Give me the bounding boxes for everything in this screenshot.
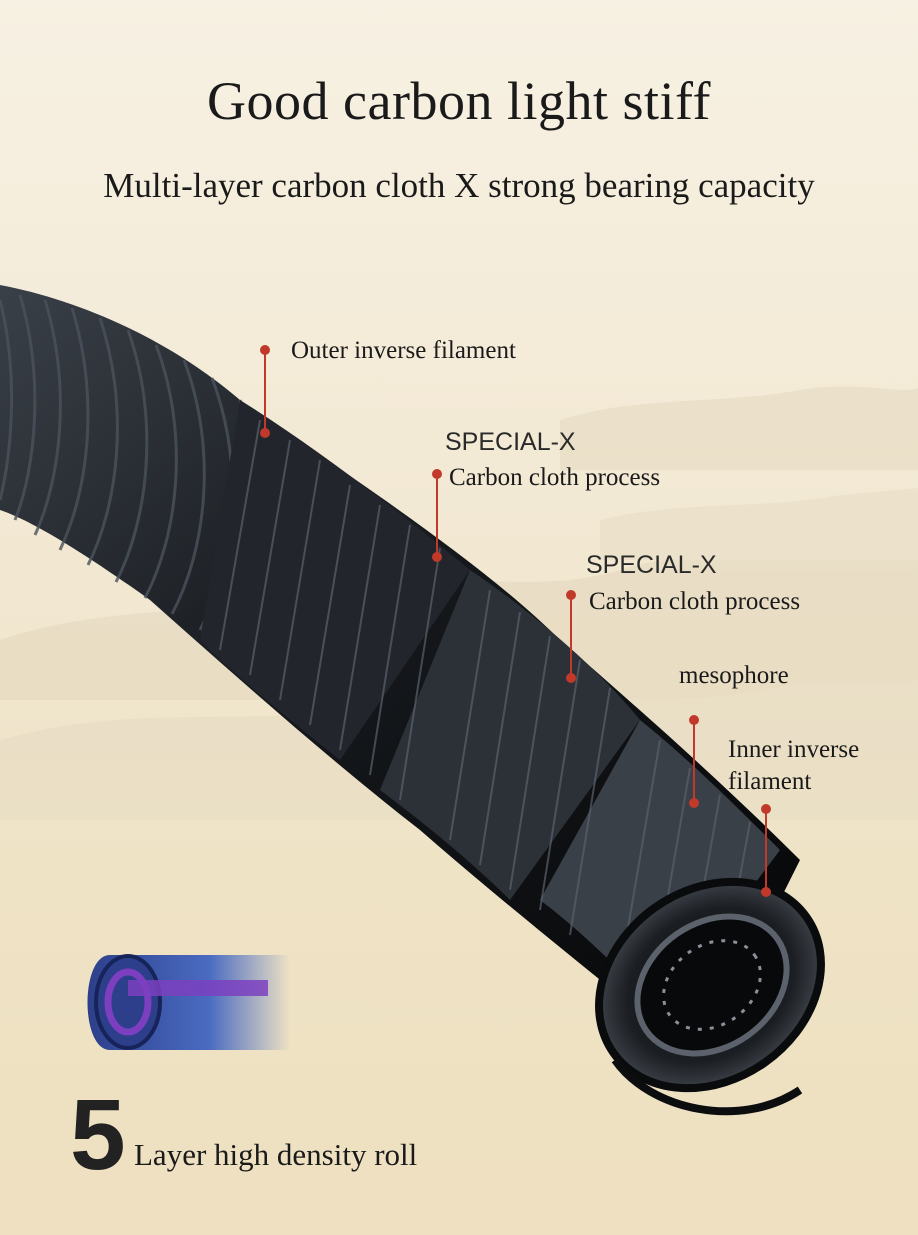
page-subtitle: Multi-layer carbon cloth X strong bearin… [103, 166, 815, 205]
layer-count: 5 [70, 1079, 126, 1191]
callout-line-inner [765, 809, 767, 891]
layer-label: Layer high density roll [134, 1137, 418, 1172]
callout-line-carbon-2 [570, 595, 572, 677]
callout-mesophore: mesophore [679, 662, 789, 689]
callout-dot-outer-end [260, 428, 270, 438]
page-title: Good carbon light stiff [207, 71, 711, 131]
callout-special-x-1: SPECIAL-X [445, 428, 576, 456]
callout-line-carbon-1 [436, 474, 438, 556]
callout-dot-mesophore-end [689, 798, 699, 808]
callout-inner-line1: Inner inverse [728, 736, 860, 763]
callout-dot-carbon-2-end [566, 673, 576, 683]
callout-line-mesophore [693, 720, 695, 802]
callout-dot-inner-end [761, 887, 771, 897]
callout-special-x-2: SPECIAL-X [586, 551, 717, 579]
callout-dot-carbon-1-end [432, 552, 442, 562]
callout-outer-filament: Outer inverse filament [291, 337, 516, 364]
roll-icon [87, 954, 290, 1050]
callout-carbon-cloth-1: Carbon cloth process [449, 464, 661, 491]
callout-inner-line2: filament [728, 768, 812, 795]
callout-line-outer [264, 350, 266, 432]
carbon-rod [0, 285, 825, 1116]
callout-carbon-cloth-2: Carbon cloth process [589, 588, 801, 615]
